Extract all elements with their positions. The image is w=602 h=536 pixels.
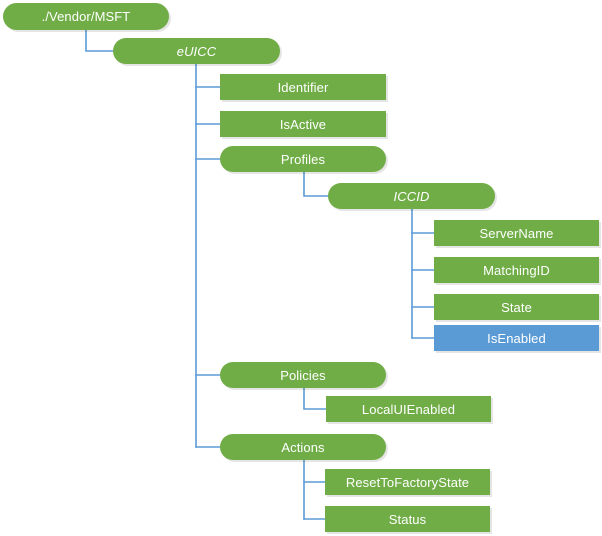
- node-label-isactive: IsActive: [279, 116, 327, 132]
- node-profiles[interactable]: Profiles: [220, 146, 386, 172]
- node-label-identifier: Identifier: [277, 79, 329, 95]
- node-label-status: Status: [388, 511, 427, 527]
- node-label-matchingid: MatchingID: [483, 262, 550, 278]
- node-label-iccid: ICCID: [393, 188, 430, 204]
- node-servername[interactable]: ServerName: [434, 220, 599, 246]
- node-localuienabled[interactable]: LocalUIEnabled: [326, 396, 491, 422]
- node-label-isenabled: IsEnabled: [487, 330, 546, 346]
- connector-root-to-euicc: [85, 29, 114, 52]
- node-label-resettofactorystate: ResetToFactoryState: [345, 474, 470, 490]
- node-isenabled[interactable]: IsEnabled: [434, 325, 599, 351]
- node-label-profiles: Profiles: [280, 151, 326, 167]
- connector-policies-to-localuienabled: [303, 387, 327, 410]
- node-resettofactorystate[interactable]: ResetToFactoryState: [325, 469, 490, 495]
- node-identifier[interactable]: Identifier: [220, 74, 386, 100]
- node-isactive[interactable]: IsActive: [220, 111, 386, 137]
- node-policies[interactable]: Policies: [220, 362, 386, 388]
- node-label-localuienabled: LocalUIEnabled: [361, 401, 456, 417]
- node-root[interactable]: ./Vendor/MSFT: [3, 3, 169, 30]
- node-label-euicc: eUICC: [176, 43, 217, 59]
- node-label-servername: ServerName: [479, 225, 554, 241]
- node-iccid[interactable]: ICCID: [328, 183, 495, 209]
- node-label-policies: Policies: [280, 367, 326, 383]
- node-label-root: ./Vendor/MSFT: [41, 9, 131, 24]
- connector-profiles-to-iccid: [303, 171, 329, 197]
- node-euicc[interactable]: eUICC: [113, 38, 280, 64]
- node-label-state: State: [501, 299, 532, 315]
- node-state[interactable]: State: [434, 294, 599, 320]
- node-matchingid[interactable]: MatchingID: [434, 257, 599, 283]
- node-status[interactable]: Status: [325, 506, 490, 532]
- node-actions[interactable]: Actions: [220, 434, 386, 460]
- node-label-actions: Actions: [281, 439, 325, 455]
